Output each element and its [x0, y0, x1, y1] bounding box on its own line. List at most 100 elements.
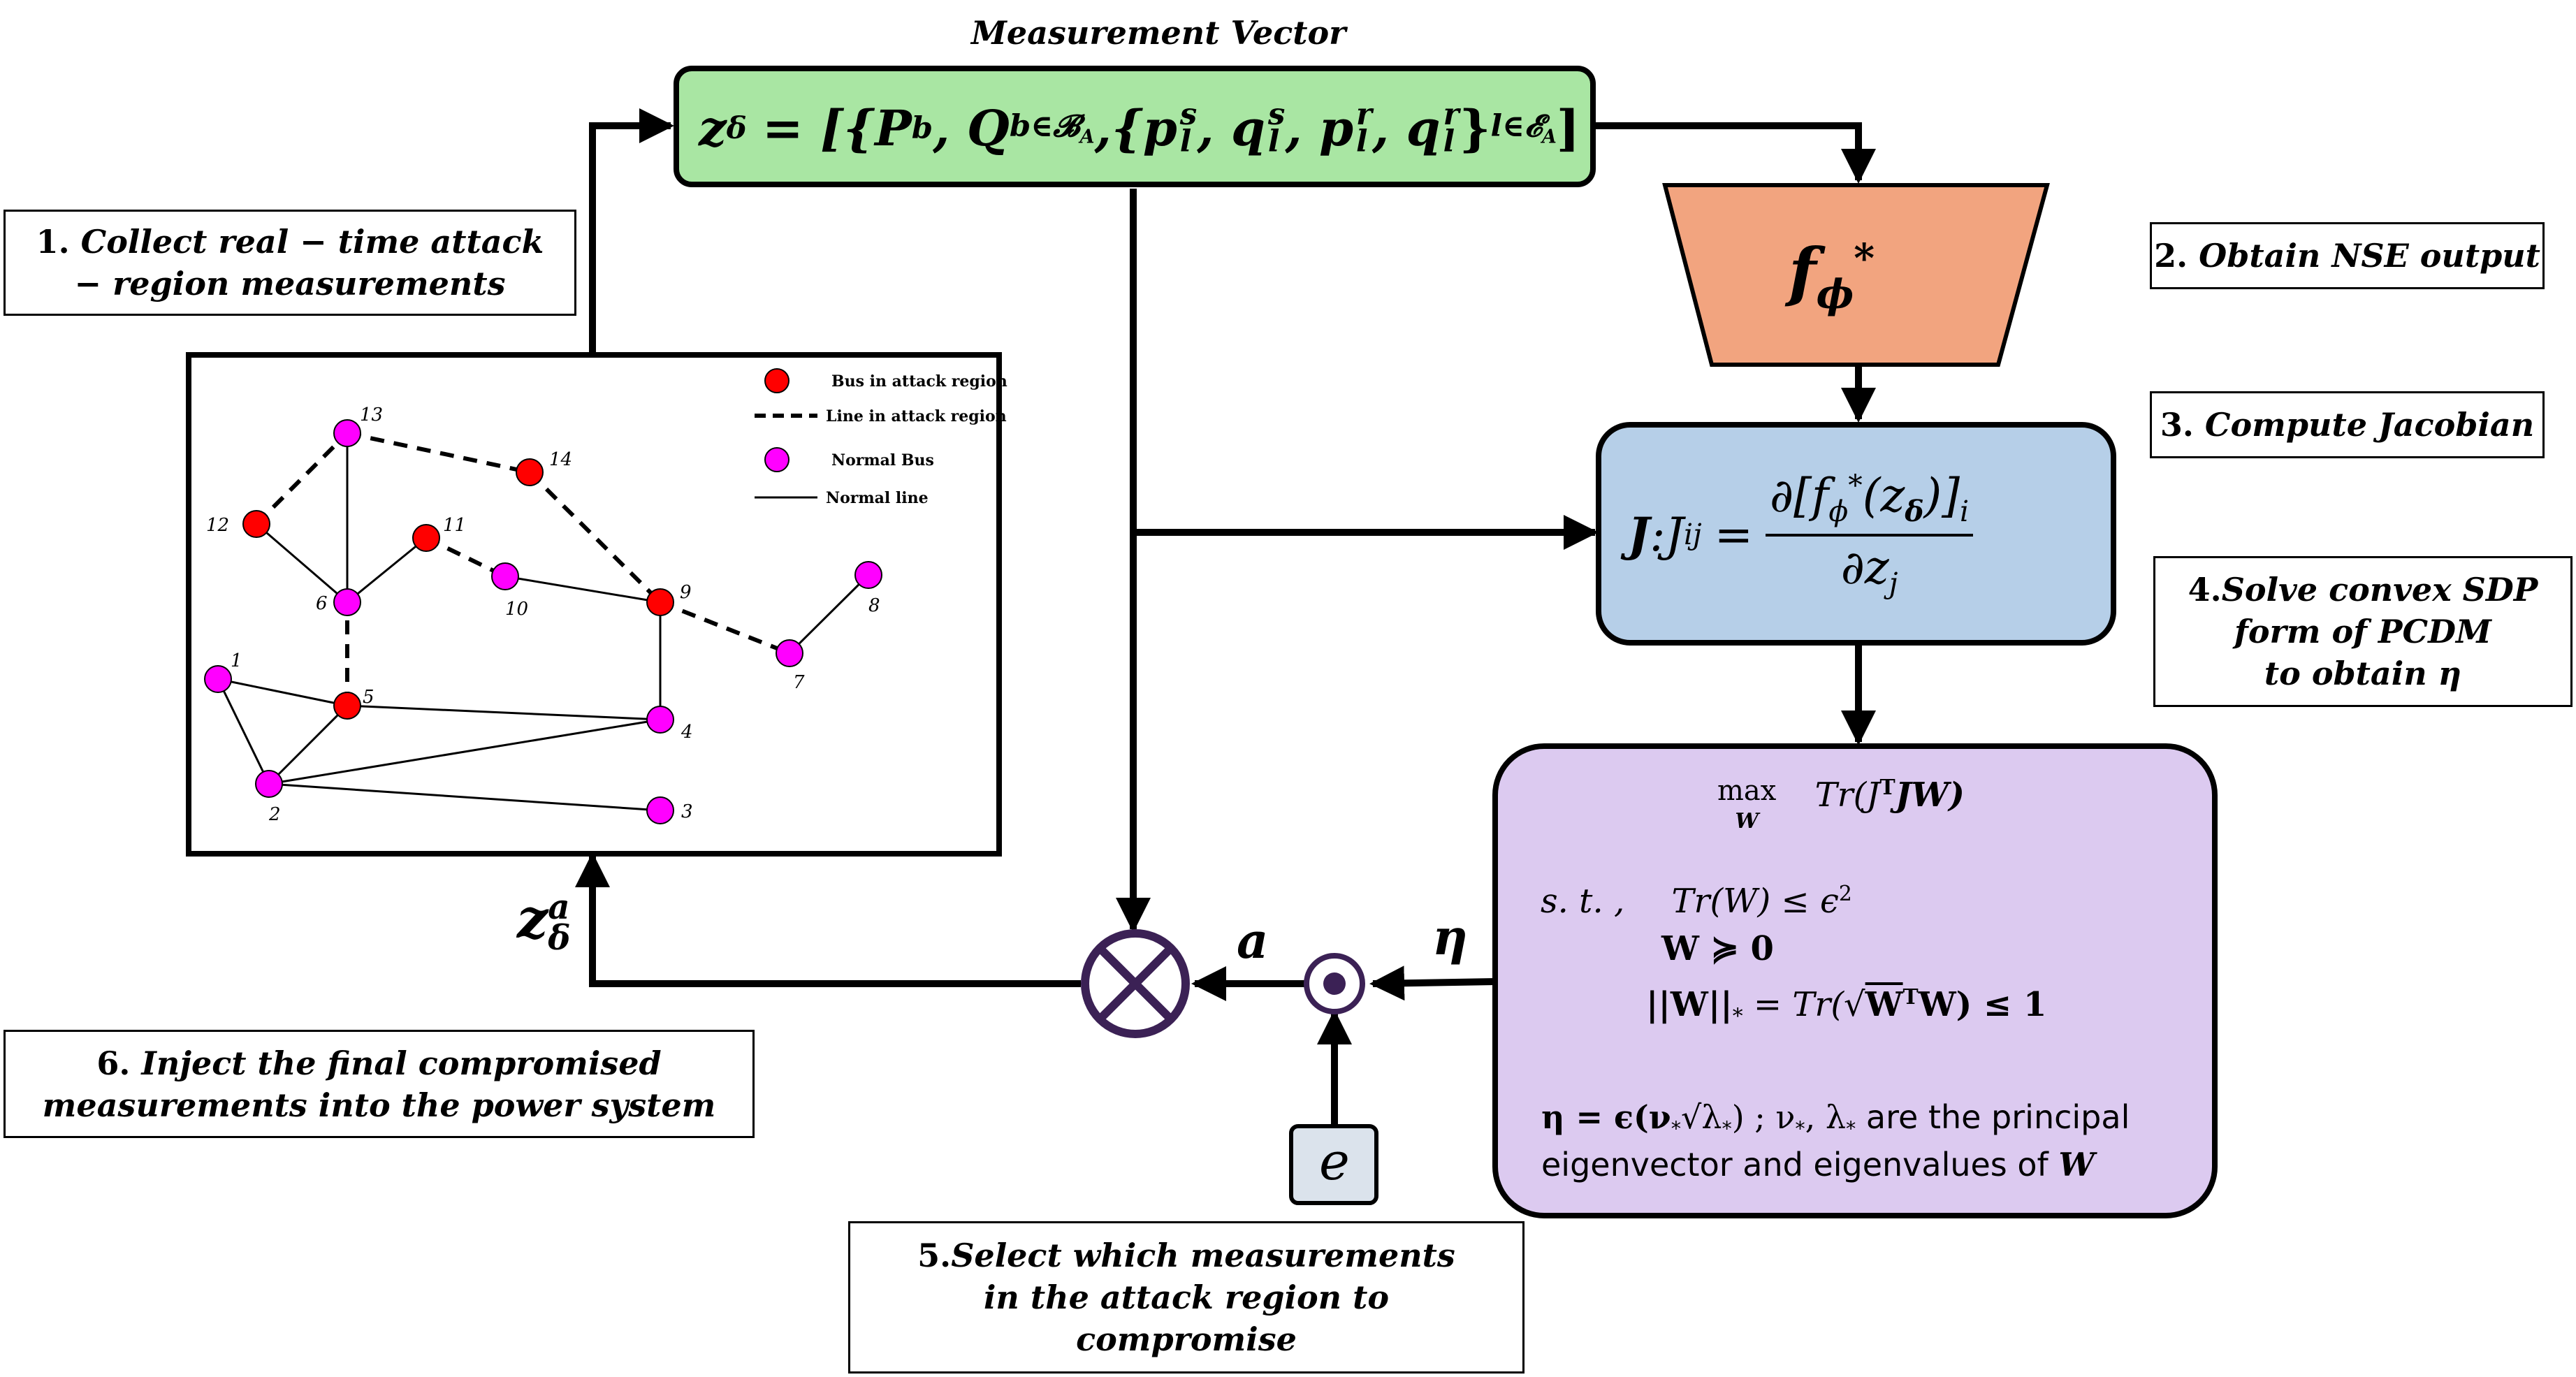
normal-bus-7	[776, 639, 803, 667]
bus-label-4: 4	[681, 722, 693, 743]
formula-b-sub: b	[911, 110, 933, 146]
attack-bus-9	[646, 588, 674, 616]
step-3-box: 3. Compute Jacobian	[2150, 391, 2545, 458]
formula-set-e: l∈𝓔A	[1490, 108, 1557, 148]
attack-line-13-14	[347, 431, 530, 474]
bus-label-12: 12	[206, 515, 229, 536]
formula-z-sub: δ	[726, 110, 747, 146]
formula-ps-sub: l	[1179, 124, 1192, 159]
normal-line-2-3	[268, 782, 661, 812]
normal-line-6-11	[347, 537, 427, 604]
bus-label-9: 9	[680, 582, 692, 603]
attack-line-11-10	[425, 536, 507, 578]
nse-block	[1662, 183, 2050, 367]
normal-bus-1	[204, 665, 232, 693]
attack-bus-14	[516, 458, 544, 486]
measurement-vector-box	[674, 66, 1596, 187]
bus-label-10: 10	[505, 599, 528, 620]
normal-line-1-2	[217, 678, 270, 785]
jacobian-denominator: ∂zj	[1840, 541, 1898, 601]
normal-line-6-12	[256, 523, 348, 604]
hadamard-operator	[1304, 953, 1365, 1014]
step-2-box: 2. Obtain NSE output	[2150, 222, 2545, 289]
step-6-box: 6. Inject the final compromised measurem…	[3, 1030, 755, 1138]
attack-line-14-9	[527, 470, 662, 604]
formula-end: ]	[1556, 99, 1580, 157]
formula-p: ,{p	[1094, 99, 1177, 157]
legend-mark-bus-attack	[764, 368, 789, 393]
sdp-box	[1492, 743, 2218, 1218]
legend-label-line-normal: Normal line	[826, 489, 929, 507]
normal-line-7-8	[788, 574, 870, 655]
sdp-eta-definition: η = ϵ(ν*√λ*) ; ν*, λ* are the principal	[1541, 1098, 2130, 1141]
step-5-box: 5.Select which measurements in the attac…	[848, 1221, 1525, 1374]
legend-label-line-attack: Line in attack region	[826, 407, 1007, 425]
normal-bus-10	[491, 562, 519, 590]
normal-bus-2	[255, 770, 283, 798]
sdp-constraint-2: W ≽ 0	[1661, 929, 1774, 968]
normal-bus-8	[854, 561, 882, 589]
legend-label-bus-attack: Bus in attack region	[831, 372, 1007, 391]
jacobian-jij: J	[1665, 507, 1684, 562]
normal-bus-3	[646, 796, 674, 824]
label-a: a	[1237, 912, 1269, 970]
arrow-measurement-to-nse	[1589, 122, 1876, 184]
formula-pr: , p	[1285, 99, 1354, 157]
bus-label-7: 7	[793, 672, 805, 693]
arrow-operator-to-network	[575, 852, 1081, 987]
label-e: e	[1319, 1132, 1350, 1192]
bus-label-11: 11	[443, 515, 466, 536]
network-frame	[186, 352, 1002, 857]
sdp-constraint-1: s. t. , Tr(W) ≤ ϵ2	[1541, 882, 1852, 921]
normal-line-5-4	[347, 704, 661, 721]
attack-bus-5	[333, 692, 361, 720]
sdp-constraint-3: ||W||* = Tr(√WTW) ≤ 1	[1646, 985, 2047, 1029]
arrow-sdp-to-hadamard	[1369, 966, 1496, 1001]
step-4-box: 4.Solve convex SDP form of PCDM to obtai…	[2153, 556, 2573, 707]
bus-label-1: 1	[231, 650, 242, 671]
nse-label: fϕ*	[1789, 234, 1875, 318]
legend-label-bus-normal: Normal Bus	[831, 451, 934, 469]
formula-z: z	[699, 99, 727, 157]
formula-ps-sup: s	[1179, 96, 1198, 132]
bus-label-2: 2	[268, 804, 281, 825]
sdp-eta-definition-2: eigenvector and eigenvalues of W	[1541, 1146, 2095, 1183]
normal-bus-4	[646, 706, 674, 734]
formula-qs: , q	[1197, 99, 1265, 157]
normal-line-2-4	[268, 718, 661, 785]
measurement-heading: Measurement Vector	[971, 14, 1346, 52]
normal-line-10-9	[504, 575, 661, 604]
normal-line-2-5	[268, 704, 349, 785]
formula-qr: , q	[1371, 99, 1441, 157]
jacobian-J: J	[1628, 507, 1650, 562]
formula-close: }	[1459, 99, 1491, 157]
label-eta: η	[1432, 908, 1468, 966]
normal-bus-6	[333, 588, 361, 616]
bus-label-3: 3	[681, 801, 693, 822]
attack-line-12-13	[254, 431, 349, 526]
bus-label-6: 6	[316, 593, 328, 614]
bus-label-13: 13	[360, 405, 383, 425]
normal-bus-13	[333, 419, 361, 447]
attack-bus-11	[412, 524, 440, 552]
combine-operator	[1081, 929, 1190, 1038]
step-1-box: 1. Collect real − time attack − region m…	[3, 210, 576, 316]
legend-mark-bus-normal	[764, 447, 789, 472]
formula-q: , Q	[933, 99, 1010, 157]
arrow-network-to-measurement	[589, 108, 674, 353]
formula-open: = [{P	[762, 99, 912, 157]
e-box	[1289, 1124, 1378, 1205]
bus-label-5: 5	[363, 687, 374, 708]
bus-label-14: 14	[549, 449, 572, 470]
attack-bus-12	[242, 510, 270, 538]
formula-set-b: b∈𝓑A	[1009, 108, 1095, 148]
jacobian-numerator: ∂[fϕ*(zδ)]i	[1766, 469, 1974, 537]
normal-line-1-5	[217, 678, 348, 707]
